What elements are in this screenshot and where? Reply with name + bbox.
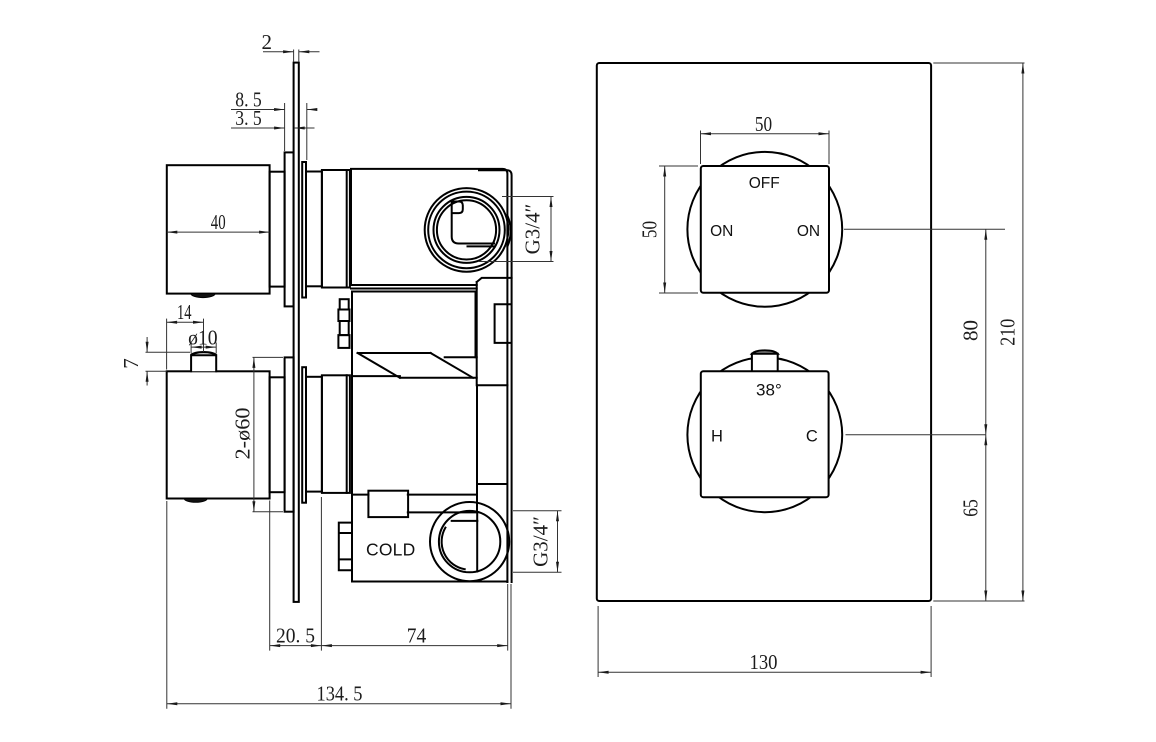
svg-text:3. 5: 3. 5 xyxy=(235,106,262,130)
svg-text:8. 5: 8. 5 xyxy=(235,88,262,112)
svg-text:38°: 38° xyxy=(756,381,782,400)
svg-text:20. 5: 20. 5 xyxy=(276,624,315,648)
svg-text:ON: ON xyxy=(710,223,733,240)
svg-text:130: 130 xyxy=(750,650,778,674)
svg-text:OFF: OFF xyxy=(749,175,780,192)
svg-text:ø10: ø10 xyxy=(188,325,218,349)
svg-text:G3/4″: G3/4″ xyxy=(521,204,545,255)
svg-text:2: 2 xyxy=(262,30,273,54)
svg-text:210: 210 xyxy=(995,319,1019,346)
svg-text:134. 5: 134. 5 xyxy=(317,682,363,706)
svg-text:14: 14 xyxy=(177,300,192,324)
svg-text:7: 7 xyxy=(119,358,143,369)
svg-text:H: H xyxy=(711,427,723,445)
svg-text:50: 50 xyxy=(638,221,662,238)
svg-text:80: 80 xyxy=(959,320,983,341)
svg-text:G3/4″: G3/4″ xyxy=(529,516,553,567)
svg-text:C: C xyxy=(806,427,818,445)
svg-text:ON: ON xyxy=(797,223,820,240)
svg-text:2-ø60: 2-ø60 xyxy=(231,408,255,460)
svg-text:40: 40 xyxy=(211,210,226,234)
svg-text:74: 74 xyxy=(407,624,427,648)
svg-text:65: 65 xyxy=(959,499,983,517)
svg-text:50: 50 xyxy=(755,112,772,136)
svg-text:COLD: COLD xyxy=(366,539,415,559)
